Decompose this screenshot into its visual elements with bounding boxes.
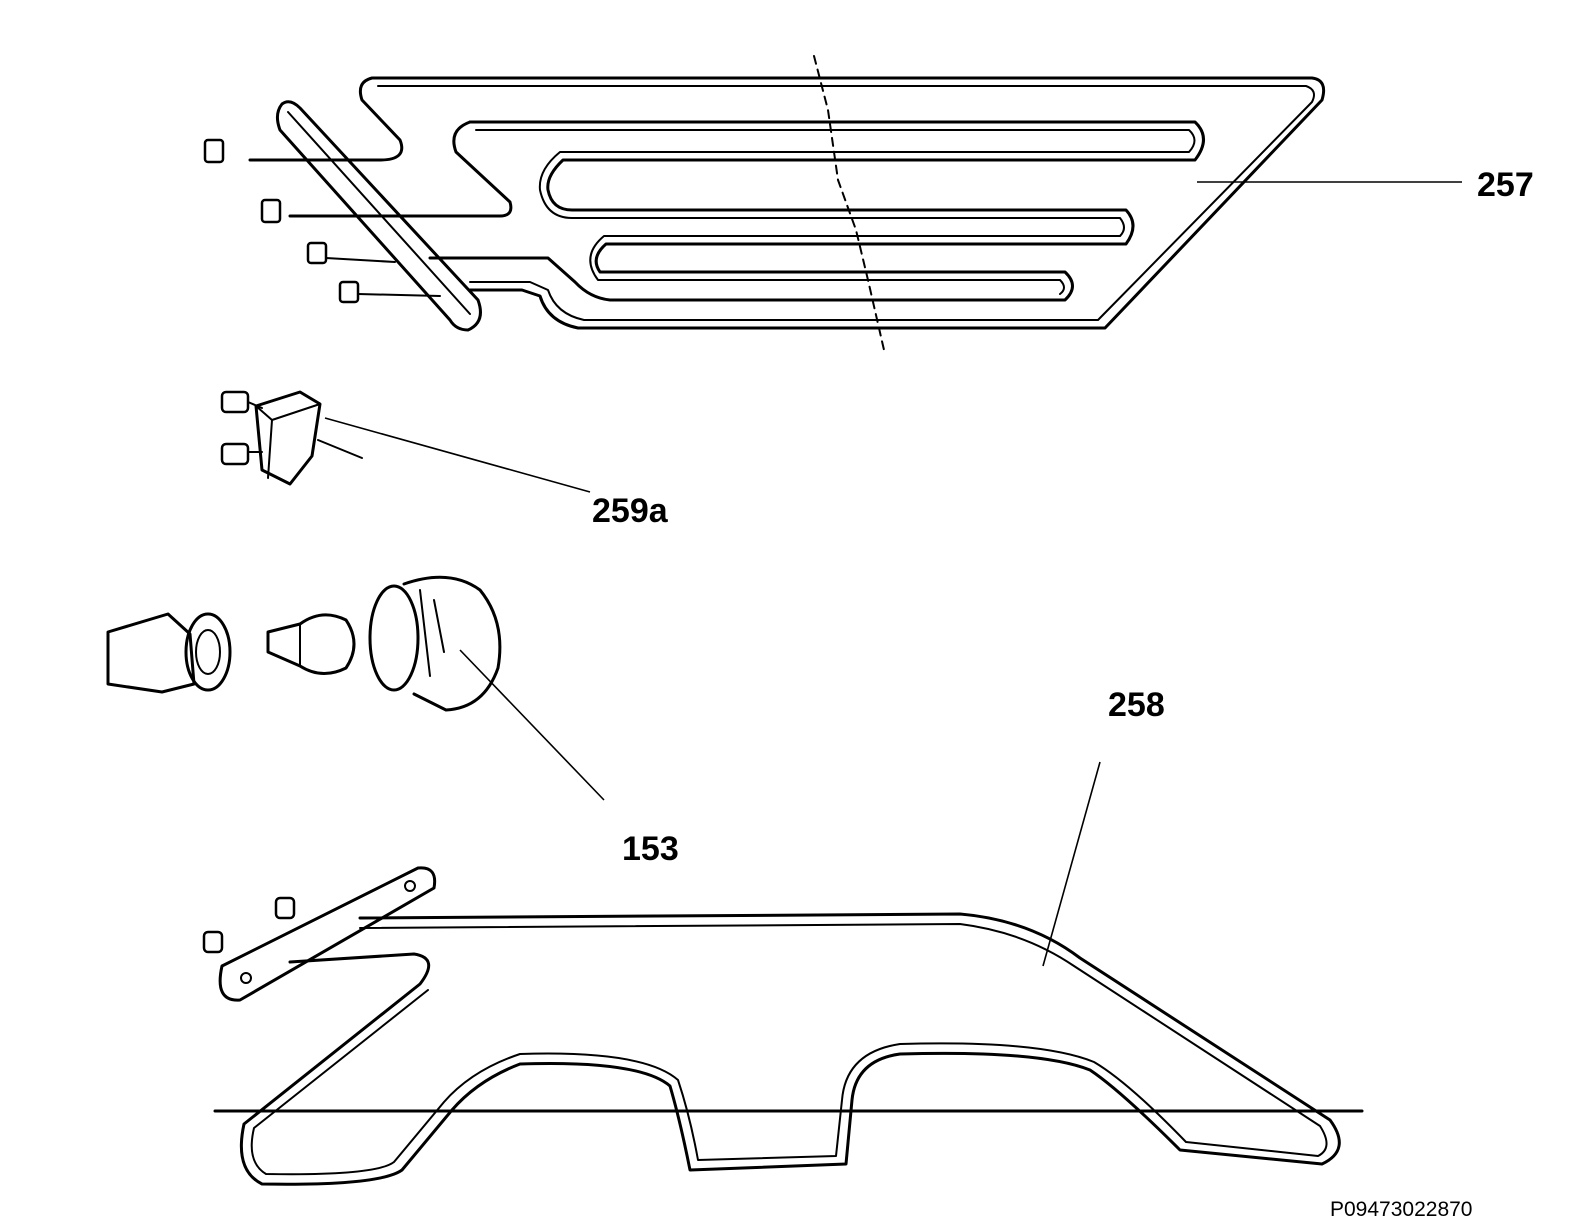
ref-label-153: 153	[622, 830, 679, 868]
grill-heating-element	[203, 55, 1462, 351]
ref-label-257: 257	[1477, 166, 1534, 204]
thermal-cutout	[220, 390, 591, 493]
oven-lamp-assembly	[106, 575, 605, 801]
bottom-heating-element	[202, 761, 1364, 1186]
ref-label-258: 258	[1108, 686, 1165, 724]
ref-label-259a: 259a	[592, 492, 669, 530]
drawing-code: P09473022870	[1330, 1198, 1472, 1221]
